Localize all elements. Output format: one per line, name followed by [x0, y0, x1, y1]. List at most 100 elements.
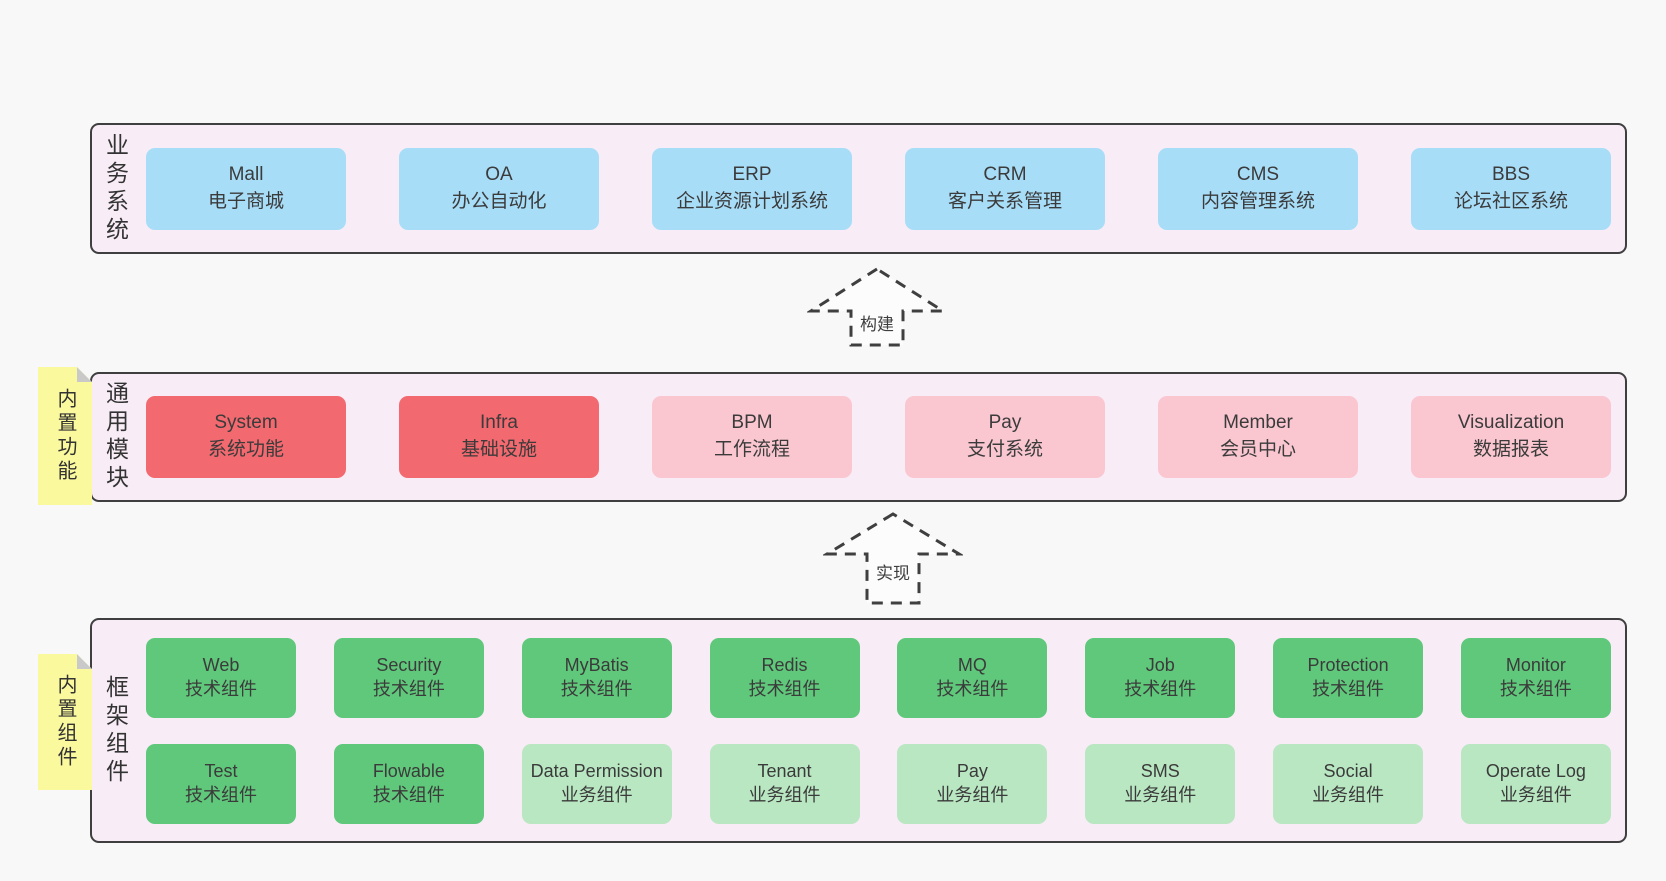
- sticky-note-builtin-features: 内置功能: [38, 367, 92, 505]
- box-name: Pay: [956, 760, 988, 781]
- box-desc: 支付系统: [966, 439, 1043, 460]
- box-name: CRM: [983, 163, 1027, 185]
- box-visualization: Visualization 数据报表: [1411, 396, 1611, 478]
- box-desc: 技术组件: [185, 678, 257, 699]
- box-desc: 系统功能: [207, 439, 284, 460]
- box-desc: 客户关系管理: [947, 190, 1062, 212]
- box-desc: 论坛社区系统: [1453, 190, 1568, 212]
- box-desc: 技术组件: [936, 678, 1009, 699]
- box-social: Social 业务组件: [1273, 743, 1424, 824]
- layer-framework-components: 框架组件 Web 技术组件 Security 技术组件 MyBatis 技术组件…: [90, 618, 1627, 843]
- box-sms: SMS 业务组件: [1085, 743, 1236, 824]
- layer-business-body: Mall 电子商城 OA 办公自动化 ERP 企业资源计划系统 CRM 客户关系…: [138, 125, 1625, 252]
- layer-modules-label: 通用模块: [102, 381, 129, 493]
- layer-business-label: 业务系统: [102, 132, 129, 245]
- box-desc: 电子商城: [207, 190, 284, 212]
- box-desc: 工作流程: [713, 439, 790, 460]
- layer-label-column: 框架组件: [92, 620, 138, 841]
- sticky-note-label: 内置组件: [54, 674, 76, 770]
- box-name: MyBatis: [564, 654, 629, 675]
- box-name: CMS: [1236, 163, 1280, 185]
- components-box-row-1: Web 技术组件 Security 技术组件 MyBatis 技术组件 Redi…: [146, 637, 1611, 718]
- box-name: Job: [1145, 654, 1175, 675]
- box-desc: 办公自动化: [451, 190, 547, 212]
- sticky-note-builtin-components: 内置组件: [38, 654, 92, 790]
- box-system: System 系统功能: [146, 396, 346, 478]
- build-arrow-label: 构建: [857, 310, 897, 335]
- layer-components-body: Web 技术组件 Security 技术组件 MyBatis 技术组件 Redi…: [138, 620, 1625, 841]
- box-name: MQ: [957, 654, 987, 675]
- box-infra: Infra 基础设施: [399, 396, 599, 478]
- box-desc: 技术组件: [372, 784, 445, 805]
- box-desc: 技术组件: [185, 784, 257, 805]
- box-name: ERP: [732, 163, 772, 185]
- box-name: BBS: [1491, 163, 1531, 185]
- box-mybatis: MyBatis 技术组件: [521, 637, 672, 718]
- box-name: Data Permission: [530, 760, 663, 781]
- box-member: Member 会员中心: [1158, 396, 1358, 478]
- box-desc: 会员中心: [1219, 439, 1296, 460]
- sticky-note-label: 内置功能: [54, 388, 76, 484]
- layer-common-modules: 通用模块 System 系统功能 Infra 基础设施 BPM 工作流程 Pay: [90, 372, 1627, 502]
- box-name: Operate Log: [1485, 760, 1586, 781]
- components-box-row-2: Test 技术组件 Flowable 技术组件 Data Permission …: [146, 743, 1611, 824]
- box-mq: MQ 技术组件: [897, 637, 1048, 718]
- box-monitor: Monitor 技术组件: [1460, 637, 1611, 718]
- box-name: OA: [485, 163, 513, 185]
- box-name: Protection: [1307, 654, 1389, 675]
- box-redis: Redis 技术组件: [709, 637, 860, 718]
- box-name: BPM: [731, 412, 773, 434]
- box-desc: 基础设施: [460, 439, 537, 460]
- box-desc: 内容管理系统: [1200, 190, 1315, 212]
- box-job: Job 技术组件: [1085, 637, 1236, 718]
- box-name: System: [214, 412, 278, 434]
- box-desc: 业务组件: [1499, 784, 1572, 805]
- implement-arrow-label: 实现: [873, 559, 913, 584]
- box-cms: CMS 内容管理系统: [1158, 147, 1358, 230]
- box-oa: OA 办公自动化: [399, 147, 599, 230]
- box-desc: 技术组件: [1499, 678, 1572, 699]
- box-name: Mall: [228, 163, 264, 185]
- box-desc: 业务组件: [936, 784, 1009, 805]
- box-pay-component: Pay 业务组件: [897, 743, 1048, 824]
- box-desc: 技术组件: [372, 678, 445, 699]
- box-bbs: BBS 论坛社区系统: [1411, 147, 1611, 230]
- box-name: Member: [1223, 412, 1293, 434]
- box-name: SMS: [1140, 760, 1180, 781]
- box-bpm: BPM 工作流程: [652, 396, 852, 478]
- box-desc: 业务组件: [560, 784, 633, 805]
- box-name: Visualization: [1457, 412, 1565, 434]
- implement-arrow: 实现: [823, 510, 963, 606]
- box-name: Infra: [479, 412, 519, 434]
- box-name: Security: [376, 654, 442, 675]
- dashed-up-arrow-icon: [823, 512, 963, 605]
- layer-label-column: 通用模块: [92, 374, 138, 500]
- layer-modules-body: System 系统功能 Infra 基础设施 BPM 工作流程 Pay 支付系统…: [138, 374, 1625, 500]
- box-flowable: Flowable 技术组件: [333, 743, 484, 824]
- box-mall: Mall 电子商城: [146, 147, 346, 230]
- box-protection: Protection 技术组件: [1273, 637, 1424, 718]
- box-security: Security 技术组件: [333, 637, 484, 718]
- build-arrow: 构建: [807, 266, 947, 348]
- box-pay-module: Pay 支付系统: [905, 396, 1105, 478]
- box-desc: 技术组件: [1312, 678, 1385, 699]
- box-desc: 业务组件: [1124, 784, 1197, 805]
- box-tenant: Tenant 业务组件: [709, 743, 860, 824]
- box-operate-log: Operate Log 业务组件: [1460, 743, 1611, 824]
- layer-components-label: 框架组件: [102, 674, 129, 787]
- box-name: Flowable: [372, 760, 445, 781]
- box-desc: 企业资源计划系统: [675, 190, 828, 212]
- box-test: Test 技术组件: [146, 743, 296, 824]
- layer-label-column: 业务系统: [92, 125, 138, 252]
- box-data-permission: Data Permission 业务组件: [521, 743, 672, 824]
- box-desc: 业务组件: [1312, 784, 1385, 805]
- box-name: Social: [1323, 760, 1373, 781]
- box-name: Pay: [988, 412, 1022, 434]
- dashed-up-arrow-icon: [807, 267, 947, 347]
- box-crm: CRM 客户关系管理: [905, 147, 1105, 230]
- box-name: Tenant: [757, 760, 812, 781]
- box-desc: 技术组件: [560, 678, 633, 699]
- modules-box-row: System 系统功能 Infra 基础设施 BPM 工作流程 Pay 支付系统…: [146, 396, 1611, 478]
- box-web: Web 技术组件: [146, 637, 296, 718]
- box-name: Monitor: [1505, 654, 1566, 675]
